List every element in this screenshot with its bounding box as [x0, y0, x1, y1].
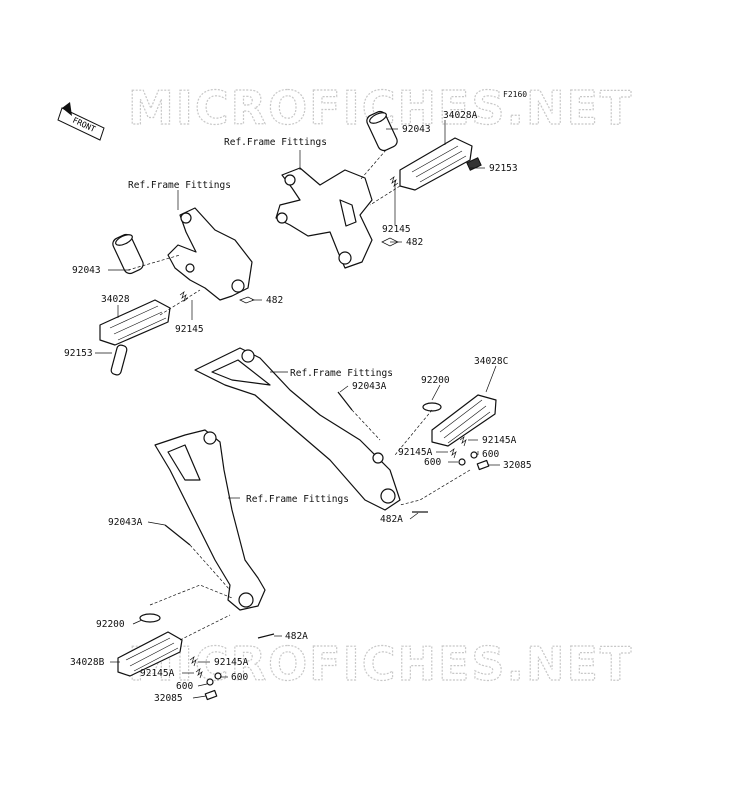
footpeg-34028B — [117, 631, 183, 677]
ref-label-4: Ref.Frame Fittings — [246, 494, 349, 505]
part-label: 482A — [285, 631, 308, 642]
part-label: 32085 — [503, 460, 532, 471]
part-label: 600 — [424, 457, 441, 468]
part-label: 34028B — [70, 657, 105, 668]
footpeg-34028 — [99, 299, 171, 346]
spring-92145-left — [179, 291, 189, 302]
ref-label-2: Ref.Frame Fittings — [128, 180, 231, 191]
pin-92043A-mid — [337, 391, 353, 411]
plunger-32085-low — [204, 689, 218, 701]
upper-right-bracket — [275, 167, 373, 269]
ref-label-1: Ref.Frame Fittings — [224, 137, 327, 148]
diagram-code: F2160 — [503, 90, 527, 99]
part-label: 34028 — [101, 294, 130, 305]
part-label: 92145A — [482, 435, 517, 446]
part-label: 92200 — [421, 375, 450, 386]
spring-92145-upper — [389, 176, 399, 187]
part-label: 34028A — [443, 110, 478, 121]
bolt-92153-left — [110, 344, 128, 376]
watermark-bottom: MICROFICHES.NET — [128, 637, 633, 691]
part-label: 482A — [380, 514, 403, 525]
leader-lines — [95, 120, 500, 699]
spring-92145A-right — [449, 436, 467, 459]
part-label: 32085 — [154, 693, 183, 704]
pin-482A-low — [257, 633, 275, 639]
part-label: 92200 — [96, 619, 125, 630]
part-label: 34028C — [474, 356, 508, 367]
ball-600-low — [206, 672, 222, 686]
part-label: 92043A — [108, 517, 143, 528]
left-bracket — [167, 207, 253, 301]
ball-600-right — [458, 451, 478, 466]
part-label: 92145A — [214, 657, 249, 668]
part-label: 92153 — [489, 163, 518, 174]
part-label: 92043 — [402, 124, 431, 135]
clip-482-left — [239, 296, 255, 304]
part-label: 92145 — [382, 224, 411, 235]
left-pin — [112, 233, 144, 275]
part-label: 92145 — [175, 324, 204, 335]
part-label: 92145A — [140, 668, 175, 679]
footpeg-34028C — [431, 394, 497, 447]
part-label: 92145A — [398, 447, 433, 458]
passenger-bracket-right — [194, 347, 401, 511]
washer-92200-left — [139, 613, 161, 623]
washer-92200-right — [422, 402, 442, 412]
upper-right-pin — [366, 110, 398, 152]
plunger-32085-right — [476, 459, 490, 471]
part-label: 92043A — [352, 381, 387, 392]
part-label: 92153 — [64, 348, 93, 359]
part-label: 600 — [231, 672, 248, 683]
part-label: 600 — [176, 681, 193, 692]
ref-label-3: Ref.Frame Fittings — [290, 368, 393, 379]
passenger-bracket-left — [154, 429, 266, 611]
spring-92145A-low — [189, 656, 203, 679]
part-label: 482 — [406, 237, 423, 248]
part-label: 92043 — [72, 265, 101, 276]
front-arrow-icon: FRONT — [57, 102, 105, 141]
pin-92043A-left — [164, 524, 191, 546]
part-label: 482 — [266, 295, 283, 306]
footpeg-34028A — [399, 137, 482, 191]
part-label: 600 — [482, 449, 499, 460]
